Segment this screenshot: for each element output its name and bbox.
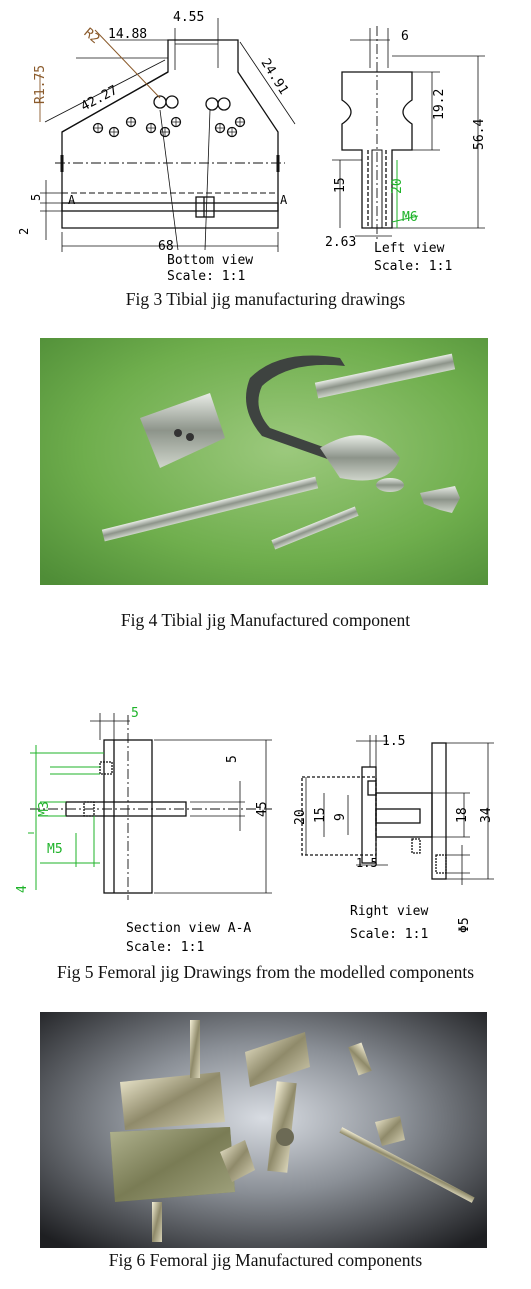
tibial-jig-drawing: 4.55 14.88 R2 42.27 R1.75 24.91 5 2 68 A… — [17, 10, 487, 284]
left-view-title: Left view — [374, 241, 445, 256]
dim-r1-75: R1.75 — [33, 65, 48, 104]
fig6-photo — [40, 1012, 487, 1248]
fig3-drawing: 4.55 14.88 R2 42.27 R1.75 24.91 5 2 68 A… — [0, 0, 531, 284]
dim-68: 68 — [158, 239, 174, 254]
left-view-scale: Scale: 1:1 — [374, 259, 452, 274]
dim-19-2: 19.2 — [432, 89, 447, 120]
dim-6: 6 — [401, 29, 409, 44]
right-view-scale: Scale: 1:1 — [350, 927, 428, 942]
dim-2-63: 2.63 — [325, 235, 356, 250]
bottom-view-outline — [61, 39, 279, 229]
dim-18: 18 — [455, 807, 470, 823]
dim-14-88: 14.88 — [108, 27, 147, 42]
bottom-view-title: Bottom view — [167, 253, 253, 268]
section-mark-a-right: A — [280, 193, 288, 207]
femoral-jig-drawing: 5 M3 M5 4 5 45 Section view A-A Scale: 1… — [15, 706, 494, 955]
dim-34: 34 — [479, 807, 494, 823]
dim-5: 5 — [29, 194, 43, 201]
dim-20-right: 20 — [293, 809, 308, 825]
dim-phi5: Φ5 — [457, 917, 472, 933]
dim-24-91: 24.91 — [257, 56, 290, 97]
dim-m6: M6 — [402, 210, 418, 225]
dim-2: 2 — [17, 228, 31, 235]
section-mark-a-left: A — [68, 193, 76, 207]
fig4-caption: Fig 4 Tibial jig Manufactured component — [120, 610, 411, 630]
dim-1-5-bottom: 1.5 — [356, 856, 378, 870]
dim-15-right: 15 — [313, 807, 328, 823]
dim-m3: M3 — [37, 801, 52, 817]
dim-m5: M5 — [47, 842, 63, 857]
fig5-drawing: 5 M3 M5 4 5 45 Section view A-A Scale: 1… — [0, 695, 531, 955]
dim-4: 4 — [15, 885, 30, 893]
section-view-scale: Scale: 1:1 — [126, 940, 204, 955]
dim-9: 9 — [333, 813, 348, 821]
fig6-caption: Fig 6 Femoral jig Manufactured component… — [108, 1250, 423, 1270]
right-view-title: Right view — [350, 904, 428, 919]
fig5-caption: Fig 5 Femoral jig Drawings from the mode… — [56, 962, 475, 982]
dim-4-55: 4.55 — [173, 10, 204, 25]
fig4-photo — [40, 338, 488, 585]
bottom-view-scale: Scale: 1:1 — [167, 269, 245, 280]
dim-5-mid: 5 — [225, 755, 240, 763]
dim-20: 20 — [390, 178, 405, 194]
dim-5-top: 5 — [131, 706, 139, 721]
dim-45: 45 — [255, 801, 270, 817]
dim-42-27: 42.27 — [79, 83, 121, 115]
dim-15: 15 — [333, 177, 348, 193]
fig3-caption: Fig 3 Tibial jig manufacturing drawings — [125, 289, 406, 309]
dim-1-5-top: 1.5 — [382, 734, 405, 749]
dim-r2: R2 — [81, 25, 103, 47]
section-view-title: Section view A-A — [126, 921, 251, 936]
dim-56-4: 56.4 — [472, 119, 487, 150]
